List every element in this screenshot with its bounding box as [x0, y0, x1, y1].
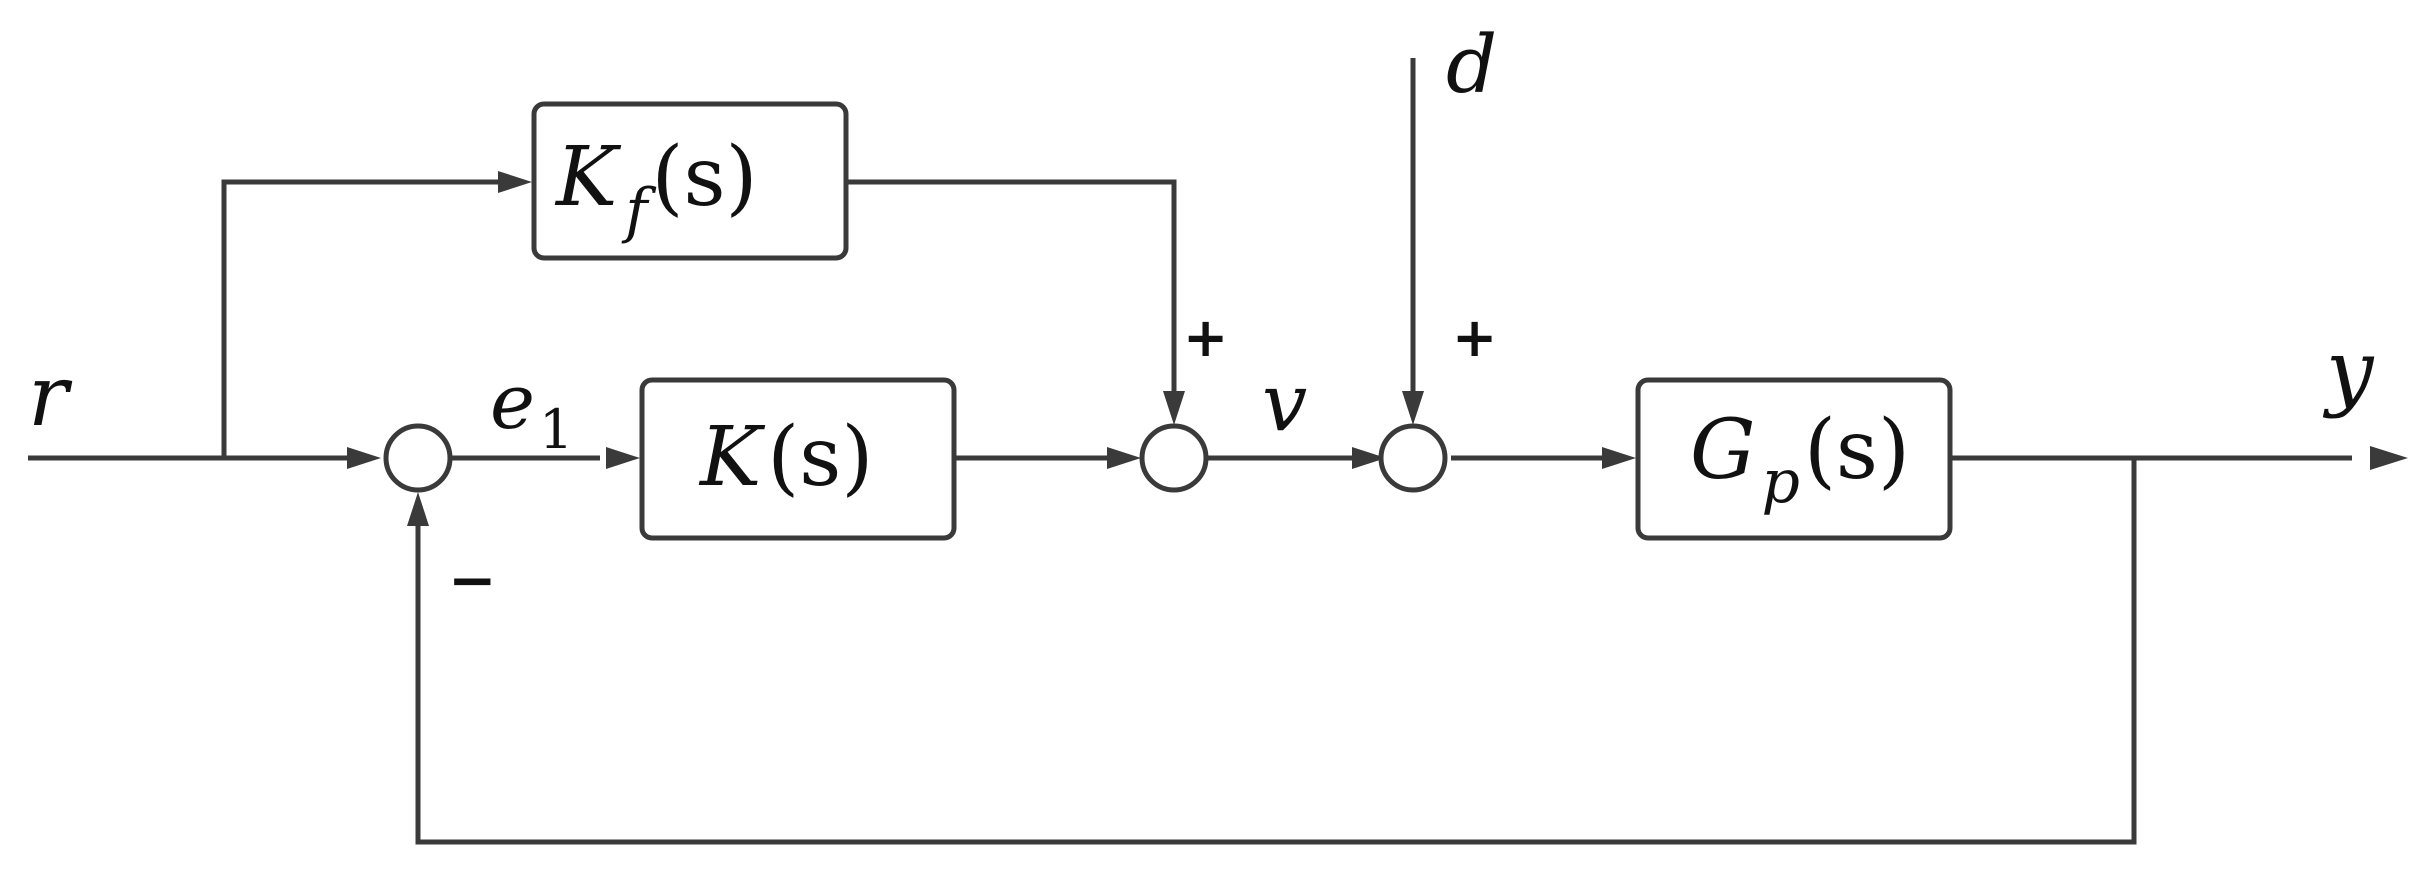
controller-block-main: K — [698, 410, 766, 505]
reference-signal-label: r — [28, 347, 73, 445]
feedback-path-line — [415, 458, 2137, 845]
plant-block-sub: p — [1762, 447, 1800, 517]
arrowhead-to-sum3 — [1352, 447, 1386, 469]
arrowhead-to-plant — [1602, 447, 1636, 469]
output-signal-label: y — [2322, 322, 2375, 420]
arrowhead-feedback-to-sum1 — [407, 492, 429, 526]
svg-text:Kf(s): Kf(s) — [554, 130, 758, 246]
arrowhead-disturbance-to-sum3 — [1402, 391, 1424, 425]
arrowhead-to-controller — [606, 447, 640, 469]
summing-junction-control — [1139, 423, 1209, 493]
error-signal-label: e1 — [490, 357, 573, 461]
error-signal-sub: 1 — [539, 398, 573, 461]
feedforward-branch-line — [221, 179, 500, 458]
arrowhead-to-sum1 — [347, 447, 381, 469]
arrowhead-feedforward-to-sum2 — [1163, 391, 1185, 425]
arrowhead-to-feedforward — [498, 171, 532, 193]
feedforward-block-arg: (s) — [651, 130, 757, 225]
arrowhead-output — [2370, 446, 2408, 470]
disturbance-plus-sign: + — [1452, 306, 1497, 369]
arrowhead-controller-to-sum2 — [1107, 447, 1141, 469]
plant-block-arg: (s) — [1804, 403, 1910, 498]
svg-text:Gp(s): Gp(s) — [1690, 403, 1910, 517]
summing-junction-disturbance — [1378, 423, 1448, 493]
feedforward-output-line — [848, 179, 1177, 398]
disturbance-signal-label: d — [1446, 18, 1497, 111]
feedforward-block-main: K — [554, 130, 622, 225]
plant-block-main: G — [1690, 403, 1756, 498]
controller-block-arg: (s) — [767, 410, 873, 505]
error-signal-main: e — [490, 357, 535, 446]
control-signal-label: v — [1262, 356, 1307, 449]
svg-text:K(s): K(s) — [698, 410, 873, 505]
feedforward-plus-sign: + — [1183, 306, 1228, 369]
controller-block: K(s) — [639, 377, 957, 541]
summing-junction-error — [383, 423, 453, 493]
feedback-minus-sign: − — [448, 546, 497, 614]
